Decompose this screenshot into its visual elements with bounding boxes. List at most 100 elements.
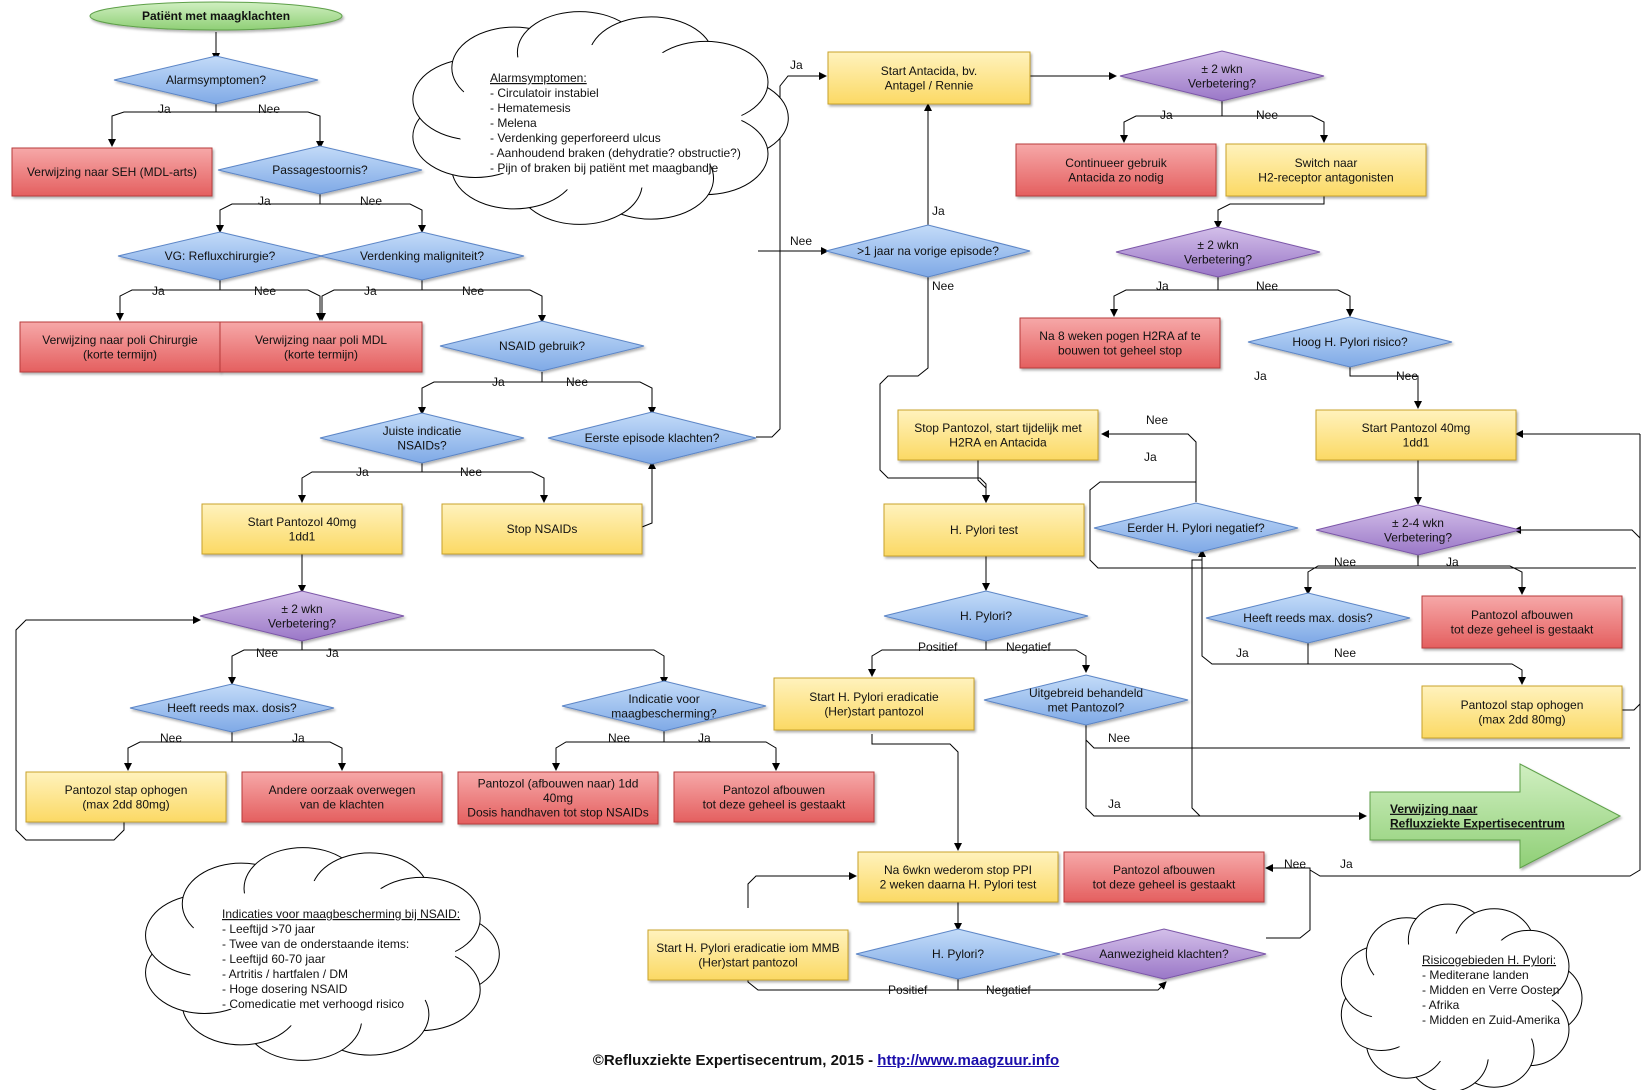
node-label: Indicatie voor <box>628 692 699 706</box>
connector <box>1217 276 1354 317</box>
connector <box>1266 434 1641 939</box>
note-item: - Leeftijd >70 jaar <box>222 922 315 936</box>
edge-label-ja: Ja <box>790 58 803 72</box>
decision-hp-q1: H. Pylori? <box>883 590 1089 642</box>
connector <box>985 640 1090 673</box>
node-label: Antacida zo nodig <box>1068 170 1163 184</box>
connector <box>1417 554 1526 595</box>
edge-label-negatief: Negatief <box>986 983 1031 997</box>
connector <box>231 730 346 771</box>
node-label: H. Pylori? <box>960 609 1012 623</box>
connector <box>756 72 827 438</box>
connector <box>219 278 324 321</box>
edge-label-nee: Nee <box>254 284 276 298</box>
decision-eerste-q: Eerste episode klachten? <box>547 411 757 465</box>
connector <box>1221 100 1328 143</box>
node-label: Alarmsymptomen? <box>166 73 266 87</box>
note-item: - Artritis / hartfalen / DM <box>222 967 348 981</box>
connector <box>421 460 548 503</box>
node-label: 1dd1 <box>289 529 316 543</box>
note-item: - Leeftijd 60-70 jaar <box>222 952 325 966</box>
note-item: - Verdenking geperforeerd ulcus <box>490 131 661 145</box>
flowchart-edges <box>15 32 1641 991</box>
connector <box>215 104 324 149</box>
node-label: Na 8 weken pogen H2RA af te <box>1039 329 1201 343</box>
edge-label-ja: Ja <box>492 375 505 389</box>
edge-label-positief: Positief <box>888 983 928 997</box>
decision-aanwezig-q: Aanwezigheid klachten? <box>1061 928 1267 980</box>
node-label: (Her)start pantozol <box>698 955 797 969</box>
note-title: Risicogebieden H. Pylori: <box>1422 953 1556 967</box>
node-label: Stop NSAIDs <box>507 522 578 536</box>
edge-label-ja: Ja <box>932 204 945 218</box>
node-label: Pantozol (afbouwen naar) 1dd <box>478 777 639 791</box>
node-label: Antagel / Rennie <box>885 78 974 92</box>
node-label: Pantozol afbouwen <box>1113 863 1215 877</box>
node-label: Continueer gebruik <box>1065 156 1167 170</box>
note-item: - Circulatoir instabiel <box>490 86 599 100</box>
connector <box>1265 864 1311 876</box>
decision-passage-q: Passagestoornis? <box>217 145 423 195</box>
node-label: H2RA en Antacida <box>949 435 1047 449</box>
connector <box>15 616 201 841</box>
edge-label-nee: Nee <box>1396 369 1418 383</box>
edge-label-nee: Nee <box>1146 413 1168 427</box>
note-alarm: Alarmsymptomen:- Circulatoir instabiel- … <box>412 11 789 225</box>
decision-nsaid-q: NSAID gebruik? <box>439 320 645 372</box>
decision-alarm-q: Alarmsymptomen? <box>113 55 319 105</box>
note-item: - Twee van de onderstaande items: <box>222 937 409 951</box>
connector <box>421 278 546 323</box>
edge-label-nee: Nee <box>258 102 280 116</box>
node-label: 40mg <box>543 791 573 805</box>
edge-label-ja: Ja <box>326 646 339 660</box>
node-label: Verbetering? <box>1184 252 1252 266</box>
decision-maxdosis-left: Heeft reeds max. dosis? <box>129 683 335 733</box>
edge-label-nee: Nee <box>360 194 382 208</box>
edge-label-nee: Nee <box>608 731 630 745</box>
edge-label-ja: Ja <box>1156 279 1169 293</box>
note-item: - Comedicatie met verhoogd risico <box>222 997 404 1011</box>
edge-label-ja: Ja <box>698 731 711 745</box>
decision-jaar-q: >1 jaar na vorige episode? <box>825 224 1031 278</box>
edge-label-ja: Ja <box>1340 857 1353 871</box>
node-label: ± 2-4 wkn <box>1392 516 1444 530</box>
edge-label-nee: Nee <box>1256 108 1278 122</box>
node-label: tot deze geheel is gestaakt <box>1093 877 1236 891</box>
node-label: Hoog H. Pylori risico? <box>1292 335 1408 349</box>
edge-label-nee: Nee <box>932 279 954 293</box>
node-label: (Her)start pantozol <box>824 704 923 718</box>
node-label: Uitgebreid behandeld <box>1029 686 1143 700</box>
node-label: tot deze geheel is gestaakt <box>703 797 846 811</box>
connector <box>1101 430 1197 502</box>
decision-hoog-hp-q: Hoog H. Pylori risico? <box>1247 316 1453 368</box>
footer-copyright: ©Refluxziekte Expertisecentrum, 2015 - <box>592 1052 878 1069</box>
node-label: Heeft reeds max. dosis? <box>167 701 297 715</box>
node-label: Start Antacida, bv. <box>881 64 978 78</box>
node-panto-ophogen-right: Pantozol stap ophogen(max 2dd 80mg) <box>1421 685 1623 739</box>
node-label: Eerder H. Pylori negatief? <box>1127 521 1265 535</box>
annotation-clouds: Alarmsymptomen:- Circulatoir instabiel- … <box>145 11 1583 1090</box>
node-start: Patiënt met maagklachten <box>89 1 343 31</box>
note-item: - Pijn of braken bij patiënt met maagban… <box>490 161 718 175</box>
decision-malign-q: Verdenking maligniteit? <box>319 231 525 281</box>
node-label: met Pantozol? <box>1048 700 1125 714</box>
node-label: Switch naar <box>1295 156 1358 170</box>
footer-link[interactable]: http://www.maagzuur.info <box>877 1052 1060 1069</box>
node-label: >1 jaar na vorige episode? <box>857 244 999 258</box>
edge-label-ja: Ja <box>356 465 369 479</box>
connector <box>977 458 990 503</box>
edge-label-ja: Ja <box>1144 450 1157 464</box>
node-label: Refluxziekte Expertisecentrum <box>1390 816 1565 830</box>
node-label: H. Pylori test <box>950 523 1019 537</box>
edge-label-ja: Ja <box>292 731 305 745</box>
node-label: Pantozol afbouwen <box>1471 608 1573 622</box>
